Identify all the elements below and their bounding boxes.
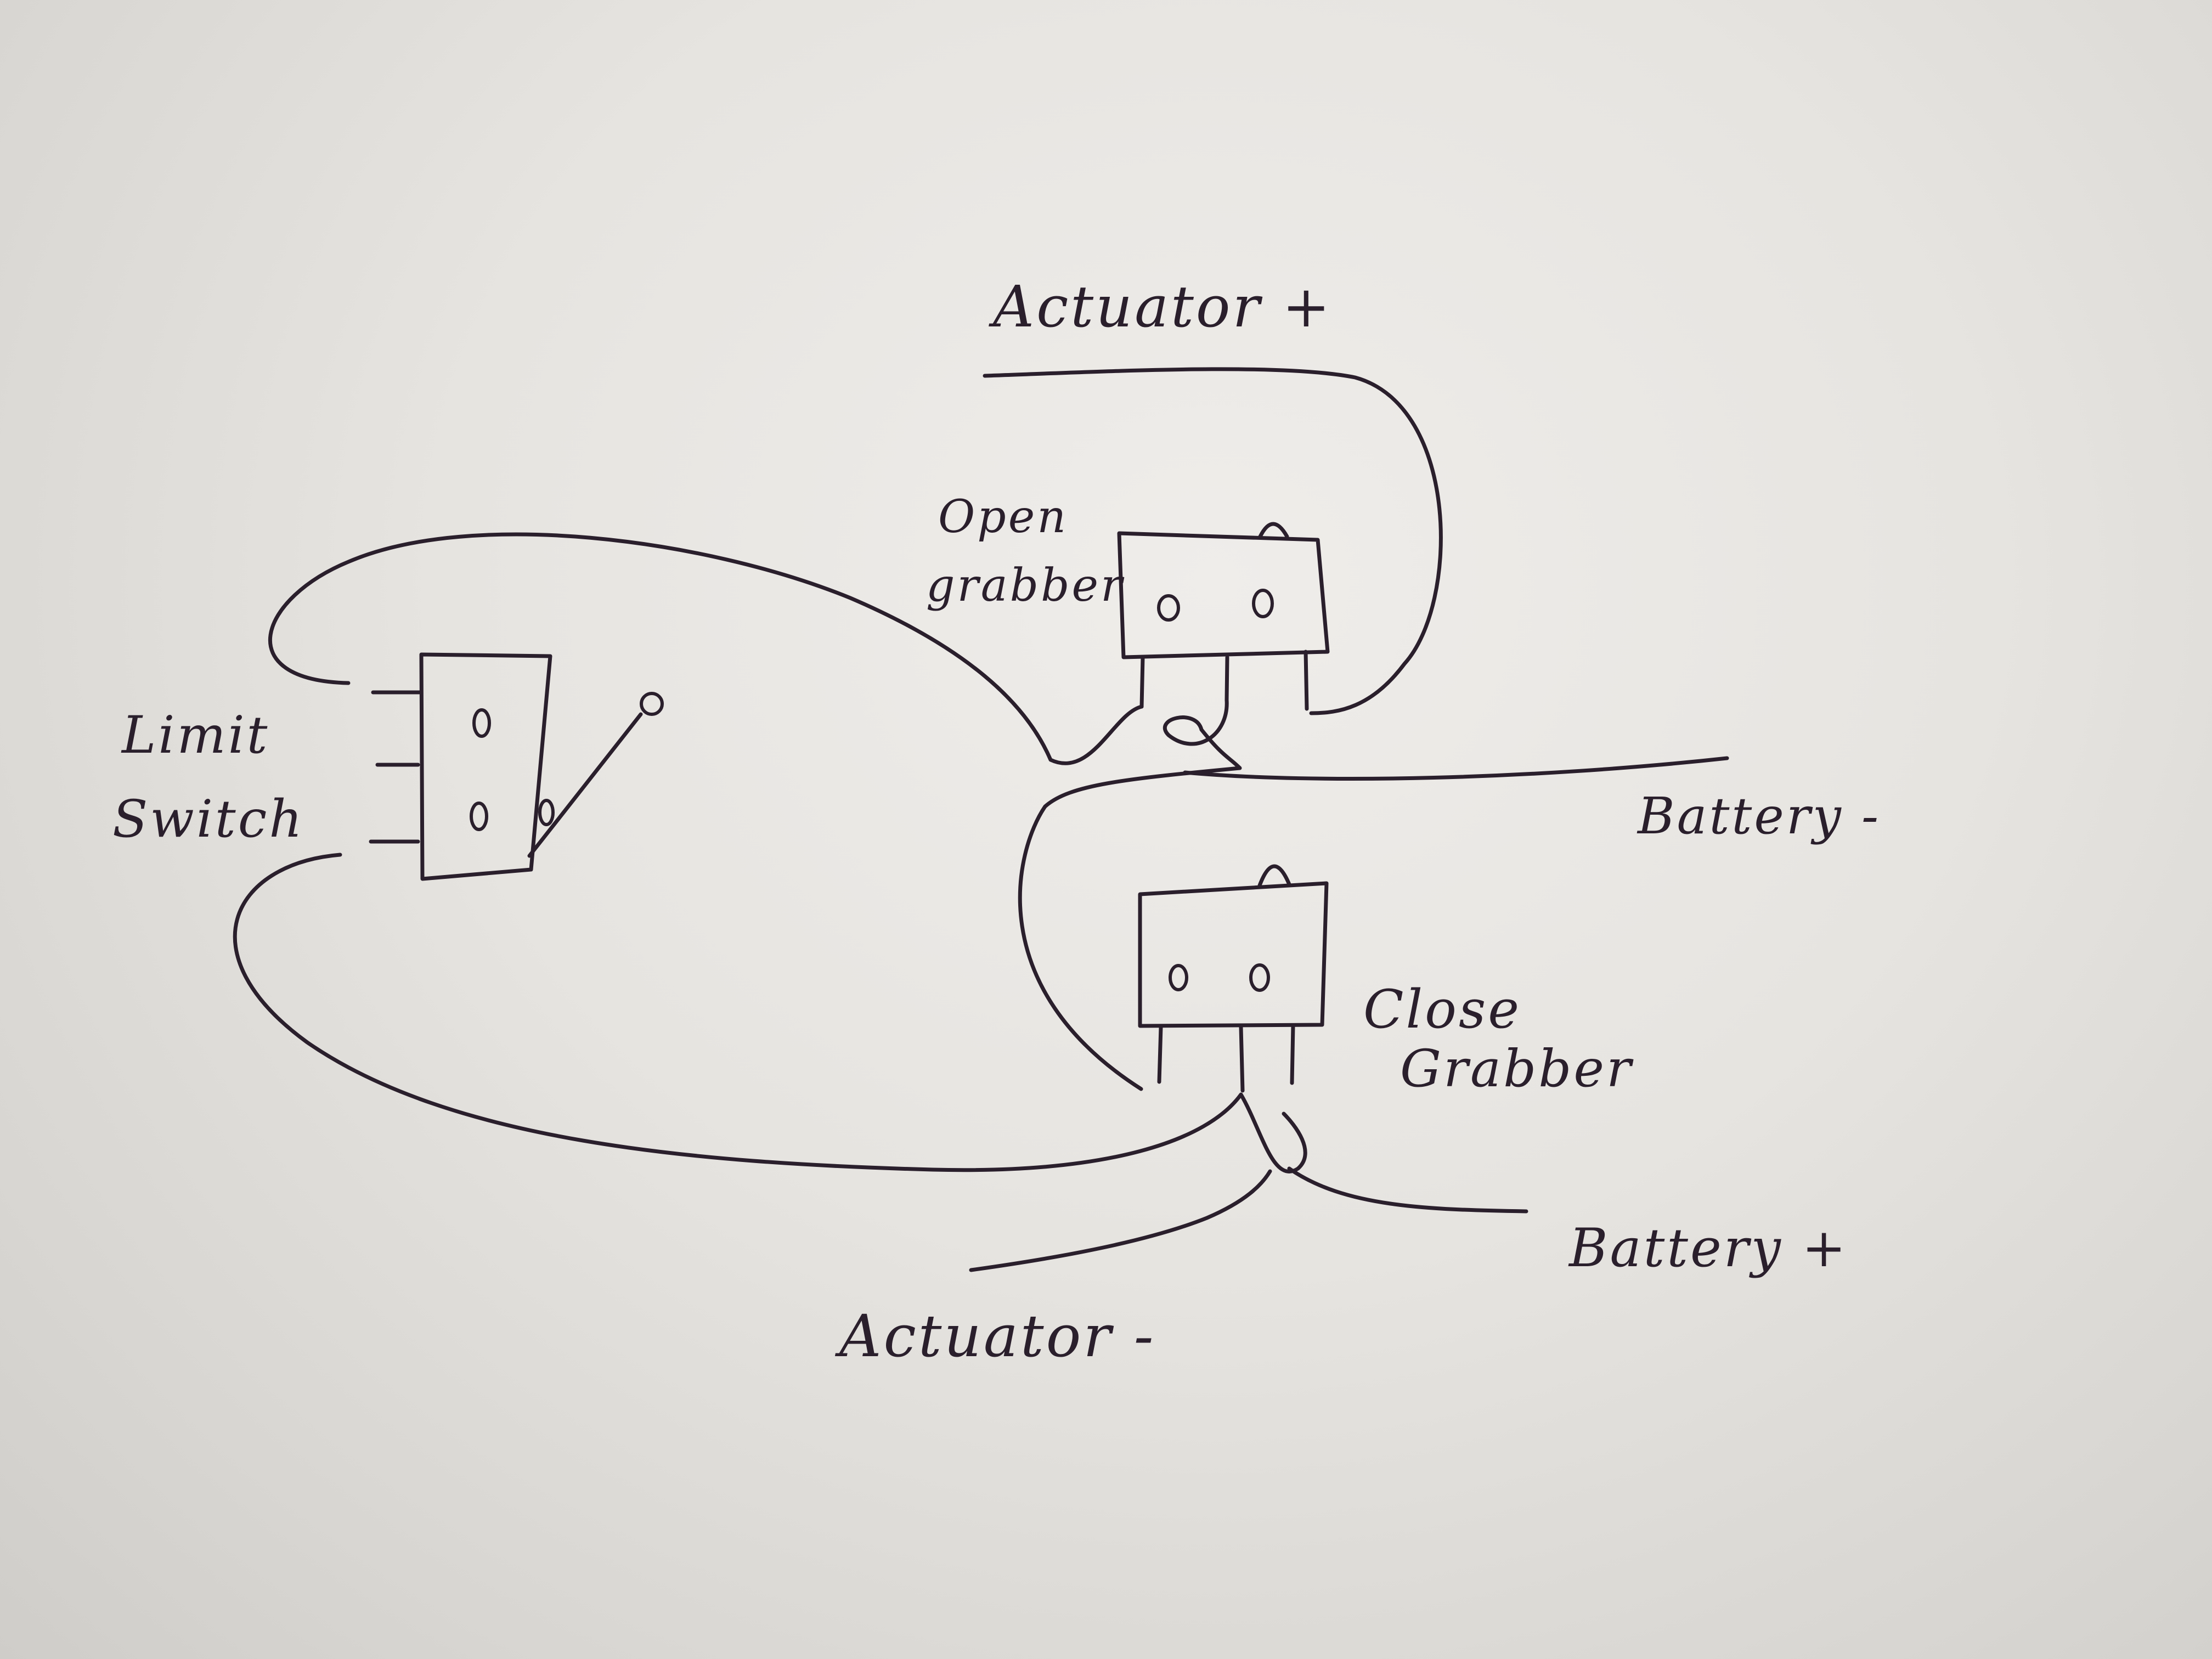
wire-open-grabber-to-close-grabber (1018, 698, 1242, 1091)
open-grabber-switch (1117, 522, 1330, 711)
open-grabber-switch-body (1117, 531, 1330, 659)
open-grabber-switch-actuator (1258, 522, 1289, 539)
close-grabber-switch-actuator (1257, 864, 1291, 888)
limit-switch-terminal-bottom (470, 802, 488, 831)
limit-switch-terminal-lever (538, 799, 555, 826)
wire-limit-switch-to-open-grabber (268, 532, 1144, 765)
close-grabber-terminal-2 (1249, 963, 1270, 992)
open-grabber-terminal-1 (1157, 594, 1180, 622)
open-grabber-pin-1 (1139, 655, 1145, 709)
limit-switch-body (419, 652, 552, 881)
wire-limit-switch-to-close-grabber (233, 853, 1307, 1173)
close-grabber-switch (1138, 864, 1329, 1093)
label-actuator-plus: Actuator + (993, 273, 1333, 340)
open-grabber-terminal-2 (1252, 589, 1274, 618)
label-close-grabber-line1: Close (1363, 979, 1522, 1040)
label-limit-switch-line2: Switch (112, 789, 304, 849)
wire-actuator-minus (969, 1169, 1272, 1272)
label-close-grabber-line2: Grabber (1400, 1039, 1633, 1099)
wires (233, 367, 1729, 1272)
close-grabber-pin-3 (1290, 1024, 1295, 1085)
close-grabber-switch-body (1138, 881, 1329, 1028)
label-open-grabber-line1: Open (938, 491, 1069, 543)
limit-switch-roller (640, 692, 664, 716)
limit-switch (369, 652, 664, 881)
close-grabber-terminal-1 (1169, 964, 1188, 991)
open-grabber-pin-3 (1304, 650, 1309, 711)
label-battery-minus: Battery - (1638, 787, 1881, 845)
wire-battery-minus (1183, 756, 1729, 781)
label-actuator-minus: Actuator - (839, 1302, 1156, 1370)
label-limit-switch-line1: Limit (122, 706, 270, 765)
wire-actuator-plus (983, 367, 1443, 715)
limit-switch-terminal-top (472, 708, 491, 738)
label-battery-plus: Battery + (1569, 1217, 1848, 1279)
limit-switch-lever-arm (527, 712, 643, 858)
close-grabber-pin-1 (1157, 1025, 1163, 1084)
wire-battery-plus (1287, 1166, 1528, 1214)
close-grabber-pin-2 (1239, 1025, 1245, 1093)
label-open-grabber-line2: grabber (926, 560, 1125, 612)
